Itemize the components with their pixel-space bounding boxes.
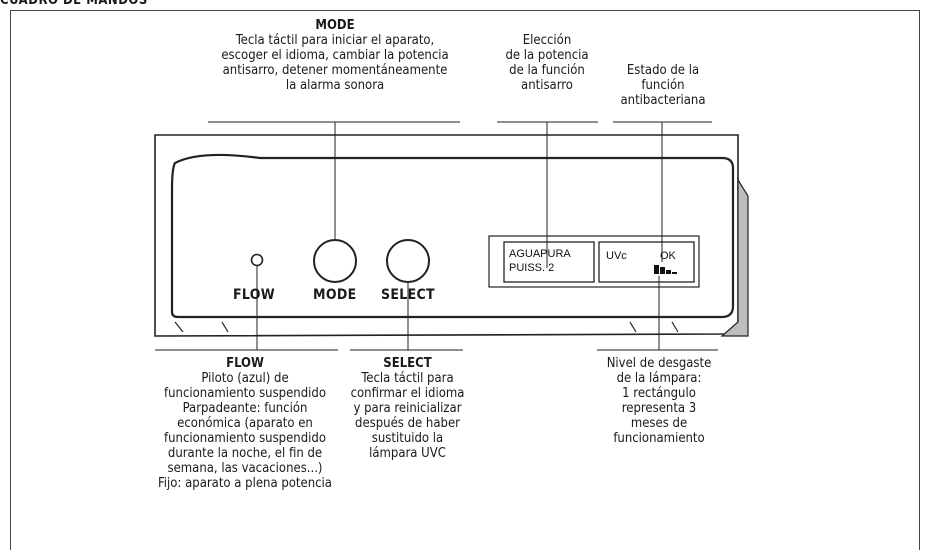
antibac-callout-line: Estado de la bbox=[626, 63, 700, 78]
mode-button[interactable] bbox=[313, 239, 357, 283]
flow-device-label: FLOW bbox=[233, 287, 275, 303]
flow-callout-line: durante la noche, el fin de bbox=[167, 446, 323, 461]
flow-callout-line: funcionamiento suspendido bbox=[164, 431, 326, 446]
power-callout-line: antisarro bbox=[521, 78, 573, 93]
flow-callout-line: funcionamiento suspendido bbox=[164, 386, 326, 401]
lamp-callout-line: Nivel de desgaste bbox=[606, 356, 712, 371]
lamp-callout-line: de la lámpara: bbox=[616, 371, 702, 386]
select-button[interactable] bbox=[386, 239, 430, 283]
select-device-label: SELECT bbox=[381, 287, 435, 303]
lcd-uv-label: UVc bbox=[606, 250, 627, 262]
antibacterial-callout: Estado de la función antibacteriana bbox=[608, 63, 718, 108]
flow-indicator-light bbox=[250, 253, 264, 267]
select-callout-line: y para reinicializar bbox=[353, 401, 462, 416]
lcd-left bbox=[503, 241, 595, 283]
power-callout-line: de la potencia bbox=[505, 48, 589, 63]
flow-callout-line: semana, las vacaciones...) bbox=[167, 461, 323, 476]
antibac-callout-line: antibacteriana bbox=[620, 93, 706, 108]
lcd-bezel bbox=[488, 235, 700, 288]
lcd-status: OK bbox=[660, 250, 676, 262]
mode-callout: MODE Tecla táctil para iniciar el aparat… bbox=[200, 18, 470, 93]
flow-callout-title: FLOW bbox=[226, 356, 264, 371]
select-callout-title: SELECT bbox=[383, 356, 432, 371]
device-drawing bbox=[154, 121, 749, 351]
lcd-right bbox=[598, 241, 695, 283]
lamp-callout-line: meses de bbox=[630, 416, 688, 431]
lcd-line-1: AGUAPURA bbox=[509, 248, 571, 260]
flow-callout: FLOW Piloto (azul) de funcionamiento sus… bbox=[145, 356, 345, 491]
power-callout-line: de la función bbox=[509, 63, 585, 78]
section-title: CUADRO DE MANDOS bbox=[0, 0, 148, 8]
mode-callout-line: antisarro, detener momentáneamente bbox=[222, 63, 448, 78]
lamp-wear-callout: Nivel de desgaste de la lámpara: 1 rectá… bbox=[592, 356, 726, 446]
diagram-frame bbox=[10, 10, 920, 550]
mode-callout-line: la alarma sonora bbox=[285, 78, 385, 93]
device-side-panel bbox=[720, 177, 749, 337]
flow-callout-line: Fijo: aparato a plena potencia bbox=[158, 476, 332, 491]
mode-callout-line: escoger el idioma, cambiar la potencia bbox=[221, 48, 449, 63]
power-choice-callout: Elección de la potencia de la función an… bbox=[492, 33, 602, 93]
flow-callout-line: económica (aparato en bbox=[177, 416, 313, 431]
antibac-callout-line: función bbox=[641, 78, 685, 93]
select-callout: SELECT Tecla táctil para confirmar el id… bbox=[345, 356, 470, 461]
select-callout-line: Tecla táctil para bbox=[361, 371, 454, 386]
mode-callout-line: Tecla táctil para iniciar el aparato, bbox=[235, 33, 435, 48]
select-callout-line: sustituido la bbox=[371, 431, 444, 446]
mode-device-label: MODE bbox=[313, 287, 357, 303]
lamp-callout-line: 1 rectángulo bbox=[622, 386, 696, 401]
flow-callout-line: Parpadeante: función bbox=[182, 401, 308, 416]
select-callout-line: lámpara UVC bbox=[369, 446, 446, 461]
flow-callout-line: Piloto (azul) de bbox=[201, 371, 289, 386]
lcd-line-2: PUISS. 2 bbox=[509, 262, 555, 274]
lamp-wear-bars bbox=[654, 265, 677, 274]
select-callout-line: después de haber bbox=[355, 416, 460, 431]
device-front-panel bbox=[170, 153, 735, 319]
lamp-callout-line: funcionamiento bbox=[613, 431, 705, 446]
mode-callout-title: MODE bbox=[315, 18, 355, 33]
lamp-callout-line: representa 3 bbox=[621, 401, 697, 416]
select-callout-line: confirmar el idioma bbox=[350, 386, 465, 401]
power-callout-line: Elección bbox=[522, 33, 572, 48]
